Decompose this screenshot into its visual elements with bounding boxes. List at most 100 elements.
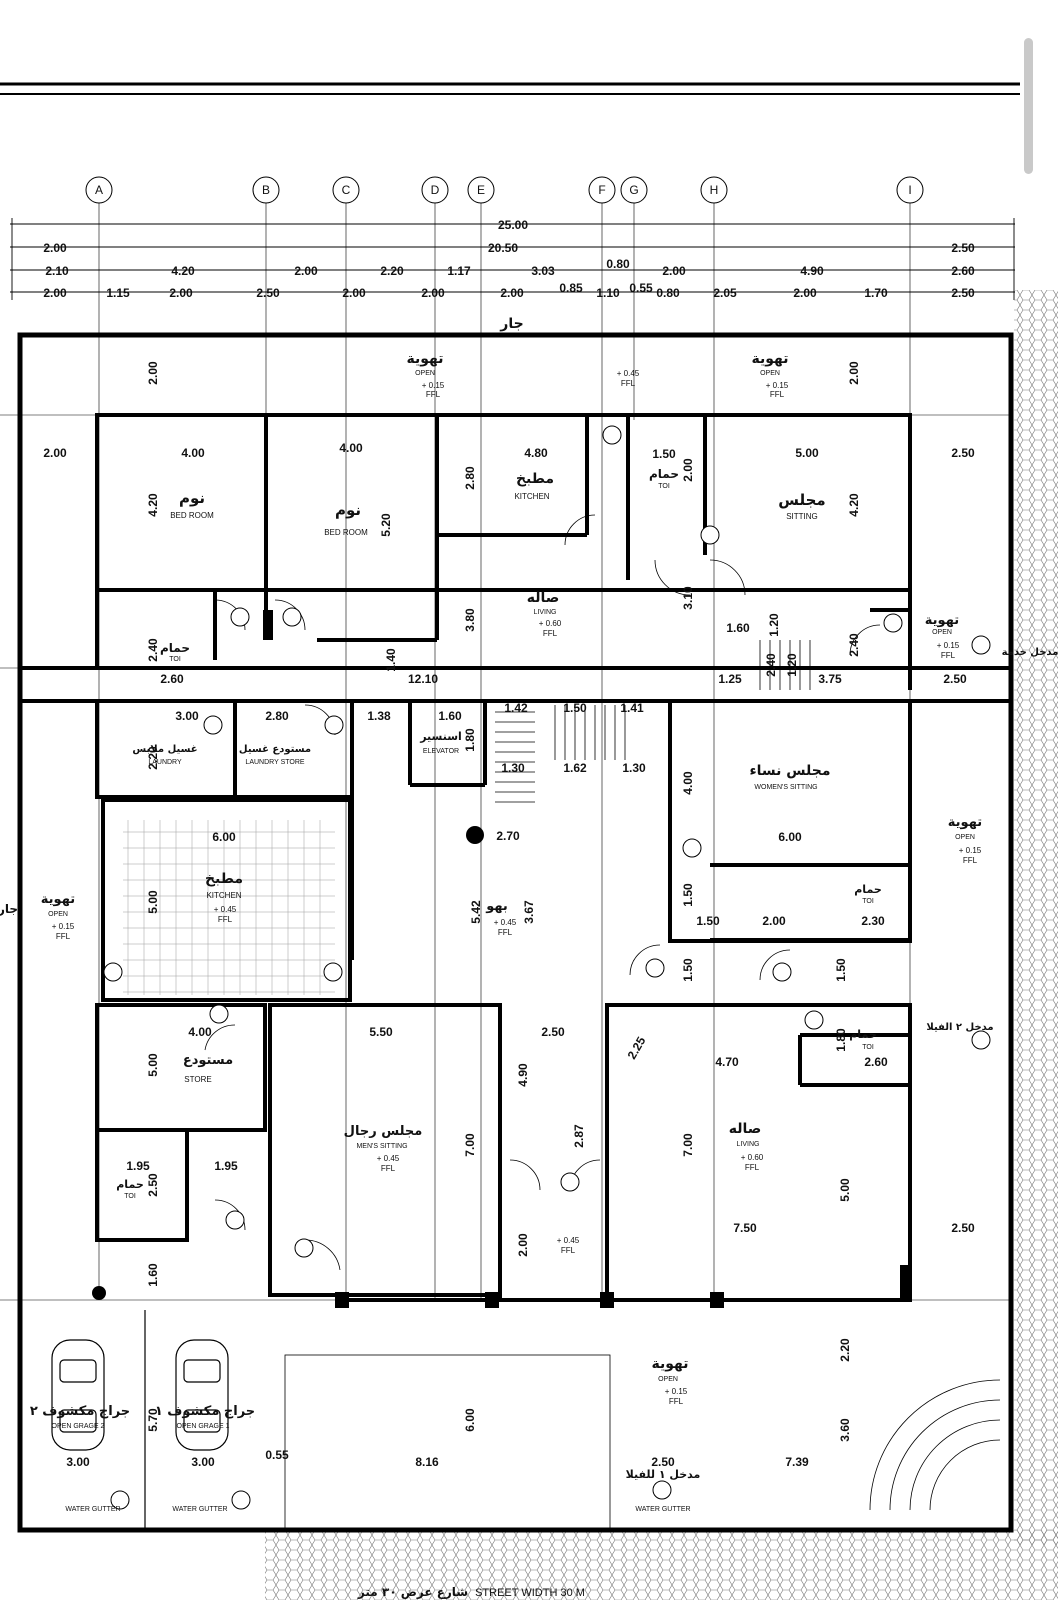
idim-bed2-w: 4.00 [339,441,363,455]
dim-row2-c: 2.50 [951,241,975,255]
idim-l19: 2.00 [516,1233,530,1257]
idim-b10: 3.60 [838,1418,852,1442]
idim-top-right-h: 2.00 [847,361,861,385]
idim-side-left: 2.00 [43,446,67,460]
idim-l18: 5.00 [838,1178,852,1202]
hall-level: + 0.45 [494,918,517,927]
foyer-ffl: FFL [561,1246,576,1255]
idim-u4: 2.50 [943,672,967,686]
garage2-en: OPEN GRAGE 2 [52,1423,105,1430]
idim-m14: 4.00 [681,771,695,795]
vent-bottom-level: + 0.15 [665,1387,688,1396]
dim-row4-a: 2.00 [43,286,67,300]
dim-overall: 25.00 [498,218,528,232]
vent-top-right-level: + 0.15 [766,381,789,390]
idim-u2: 1.25 [718,672,742,686]
vent-left-level: + 0.15 [52,922,75,931]
door-swings [204,514,881,1271]
room-labels: جار تهوية OPEN + 0.15 FFL + 0.45 FFL تهو… [0,316,1058,1599]
vent-top-right-ar: تهوية [751,351,788,367]
living-upper-level: + 0.60 [539,619,562,628]
grid-label-g: G [629,183,638,197]
dim-row3-e: 1.17 [447,264,471,278]
lower-section-walls [95,1003,912,1302]
dim-row3-b: 4.20 [171,264,195,278]
sidewalk-hatch-bottom [265,1530,1058,1600]
entrance2-label: مدخل ٢ الفيلا [926,1022,993,1033]
idim-m7: 1.41 [620,701,644,715]
mens-sitting-ffl: FFL [381,1164,396,1173]
bath-left-ar: حمام [160,641,190,656]
idim-u11: 1.60 [726,621,750,635]
bath-right-lower-ar: حمام [849,1028,877,1041]
idim-u6: 1.40 [384,648,398,672]
driveway-outline [284,1354,611,1531]
dim-row4-j: 0.55 [629,281,653,295]
dim-row4-f: 2.00 [421,286,445,300]
idim-m24: 1.50 [681,958,695,982]
idim-b5: 8.16 [415,1455,439,1469]
idim-u14: 2.40 [764,653,778,677]
idim-m22: 2.00 [762,914,786,928]
sitting-ar: مجلس [778,491,825,509]
laundry-en: LAUNDRY [148,759,182,766]
dim-row4-e: 2.00 [342,286,366,300]
idim-u15: 1.20 [785,653,799,677]
curved-steps [869,1379,1001,1511]
vent-right-mid-ar: تهوية [948,815,982,830]
store-ar: مستودع [183,1053,233,1068]
idim-l10: 1.95 [126,1159,150,1173]
idim-l2: 5.50 [369,1025,393,1039]
grid-label-c: C [342,183,351,197]
elevator-en: ELEVATOR [423,748,459,755]
upper-wing-walls [95,413,912,690]
idim-kitchen-w: 4.80 [524,446,548,460]
idim-m4: 1.60 [438,709,462,723]
car-garage-1 [175,1339,229,1451]
dimension-texts: 25.00 2.00 20.50 2.50 2.10 4.20 2.00 2.2… [43,218,975,300]
vent-top-left-ffl: FFL [426,390,441,399]
dim-row4-i: 1.10 [596,286,620,300]
vent-right-mid-level: + 0.15 [959,846,982,855]
grid-label-e: E [477,183,485,197]
living-lower-ar: صاله [729,1121,762,1137]
garage2-ar: جراج مكشوف ٢ [30,1404,130,1419]
idim-b3: 3.00 [191,1455,215,1469]
scrollbar-thumb[interactable] [1024,38,1033,174]
idim-m5: 1.42 [504,701,528,715]
vent-right-mid-ffl: FFL [963,856,978,865]
dim-row4-g: 2.00 [500,286,524,300]
vent-right-mid-en: OPEN [955,834,975,841]
dim-row4-k: 0.80 [656,286,680,300]
grid-label-b: B [262,183,270,197]
living-lower-level: + 0.60 [741,1153,764,1162]
street-label-ar: شارع عرض ٣٠ متر [357,1585,468,1599]
entrance1-label: مدخل ١ للفيلا [626,1468,701,1481]
idim-m3: 1.38 [367,709,391,723]
idim-m15: 6.00 [778,830,802,844]
vent-bottom-ffl: FFL [669,1397,684,1406]
bath-left-lower-ar: حمام [116,1178,144,1191]
elevator-ar: اسنسير [419,730,462,743]
idim-u12: 1.20 [767,613,781,637]
hall-ar: بهو [485,899,508,914]
vent-top-right-ffl: FFL [770,390,785,399]
vent-left-ffl: FFL [56,932,71,941]
womens-sitting-ar: مجلس نساء [749,763,830,779]
dim-row3-a: 2.10 [45,264,69,278]
street-label-en: STREET WIDTH 30 M [475,1587,585,1599]
idim-top-left-h: 2.00 [146,361,160,385]
idim-l6: 2.60 [864,1055,888,1069]
womens-sitting-en: WOMEN'S SITTING [754,784,817,791]
grid-label-d: D [431,183,440,197]
foyer-level: + 0.45 [557,1236,580,1245]
vent-right-upper-level: + 0.15 [937,641,960,650]
dim-row4-h: 0.85 [559,281,583,295]
laundry-ar: غسيل ملابس [132,744,197,755]
idim-l14: 2.87 [572,1124,586,1148]
idim-u5: 2.40 [146,638,160,662]
idim-b6: 6.00 [463,1408,477,1432]
idim-m16: 2.70 [496,829,520,843]
idim-bed1-w: 4.00 [181,446,205,460]
grid-label-i: I [908,183,911,197]
